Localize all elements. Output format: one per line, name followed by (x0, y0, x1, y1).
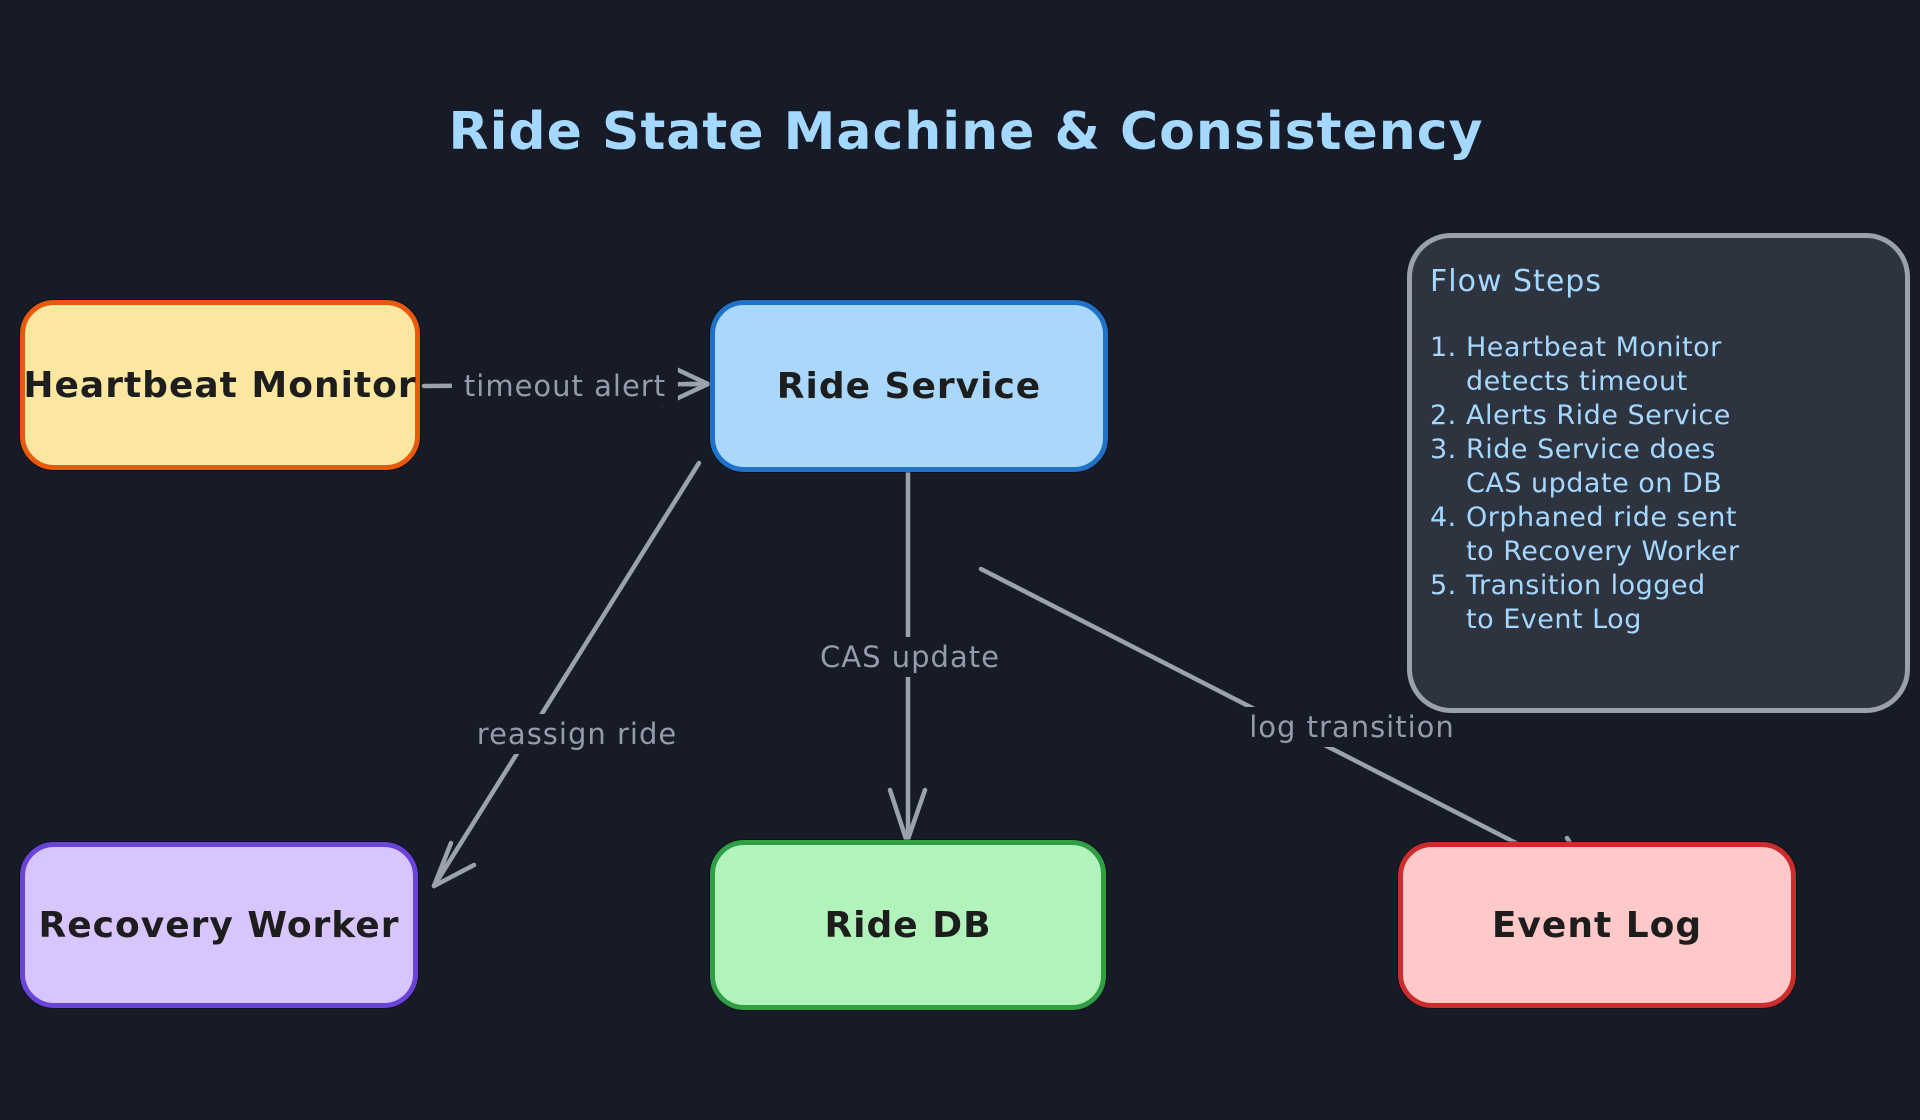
step-text: to Recovery Worker (1466, 536, 1740, 567)
node-heartbeat-monitor-label: Heartbeat Monitor (23, 364, 417, 406)
step-text: detects timeout (1466, 366, 1688, 397)
step-text: Ride Service does (1466, 434, 1716, 465)
step-text: Orphaned ride sent (1466, 502, 1737, 533)
flow-step-line: 4. Orphaned ride sent (1430, 501, 1887, 535)
flow-steps-panel: Flow Steps 1. Heartbeat Monitor detects … (1407, 233, 1910, 713)
step-number (1430, 365, 1466, 399)
step-text: CAS update on DB (1466, 468, 1723, 499)
flow-step-line: CAS update on DB (1430, 467, 1887, 501)
step-number: 3. (1430, 434, 1457, 465)
step-number (1430, 535, 1466, 569)
flow-step-line: 3. Ride Service does (1430, 433, 1887, 467)
node-ride-db-label: Ride DB (824, 904, 992, 946)
step-number: 2. (1430, 400, 1457, 431)
node-ride-service[interactable]: Ride Service (710, 300, 1108, 472)
edge-label-timeout-alert: timeout alert (451, 366, 679, 406)
step-number: 5. (1430, 570, 1457, 601)
edge-label-reassign-ride: reassign ride (464, 714, 690, 754)
step-text: Heartbeat Monitor (1466, 332, 1722, 363)
flow-step-line: to Event Log (1430, 603, 1887, 637)
step-text: Transition logged (1466, 570, 1706, 601)
node-event-log-label: Event Log (1491, 904, 1703, 946)
step-text: Alerts Ride Service (1466, 400, 1731, 431)
diagram-title: Ride State Machine & Consistency (448, 102, 1484, 162)
node-recovery-worker[interactable]: Recovery Worker (20, 842, 418, 1008)
edge-label-cas-update: CAS update (808, 637, 1012, 677)
flow-steps-title: Flow Steps (1430, 264, 1602, 299)
node-recovery-worker-label: Recovery Worker (38, 904, 400, 946)
flow-step-line: 2. Alerts Ride Service (1430, 399, 1887, 433)
flow-step-line: to Recovery Worker (1430, 535, 1887, 569)
node-event-log[interactable]: Event Log (1398, 842, 1796, 1008)
flow-step-line: 1. Heartbeat Monitor (1430, 331, 1887, 365)
step-number: 4. (1430, 502, 1457, 533)
flow-step-line: detects timeout (1430, 365, 1887, 399)
step-number: 1. (1430, 332, 1457, 363)
flow-step-line: 5. Transition logged (1430, 569, 1887, 603)
edge-reassign-ride (431, 460, 702, 889)
node-heartbeat-monitor[interactable]: Heartbeat Monitor (20, 300, 420, 470)
step-number (1430, 603, 1466, 637)
step-text: to Event Log (1466, 604, 1642, 635)
node-ride-service-label: Ride Service (776, 365, 1042, 407)
node-ride-db[interactable]: Ride DB (710, 840, 1106, 1010)
edge-label-log-transition: log transition (1237, 707, 1467, 747)
step-number (1430, 467, 1466, 501)
